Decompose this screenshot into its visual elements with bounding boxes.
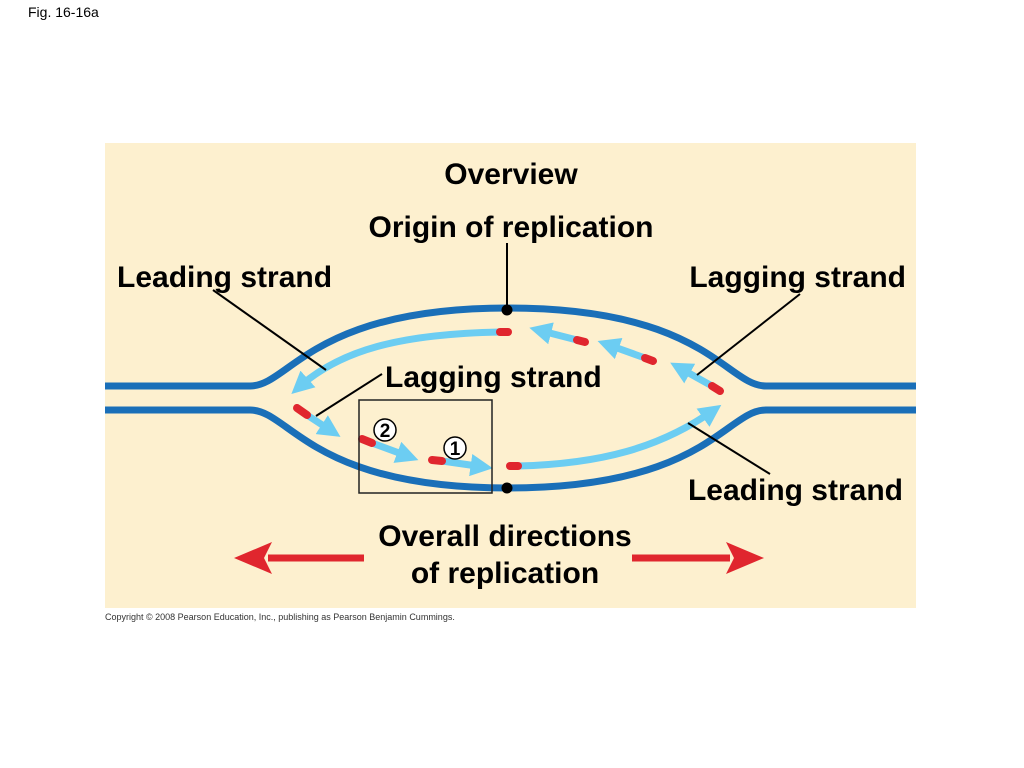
title: Overview — [444, 158, 578, 191]
okazaki-fragment — [428, 454, 493, 477]
label-origin: Origin of replication — [368, 211, 653, 244]
origin-dot-top — [501, 304, 513, 316]
label-directions-line1: Overall directions — [378, 520, 631, 553]
direction-arrow-left — [234, 542, 364, 574]
svg-text:1: 1 — [450, 439, 461, 460]
direction-arrow-right — [632, 542, 764, 574]
origin-dot-bottom — [501, 482, 513, 494]
label-leading-strand-top-left: Leading strand — [117, 261, 332, 294]
okazaki-fragments-bottom — [293, 404, 493, 477]
diagram-panel — [105, 143, 916, 608]
pointer-lagging-middle — [315, 373, 383, 417]
okazaki-fragment — [358, 435, 419, 463]
label-lagging-strand-middle: Lagging strand — [385, 361, 602, 394]
copyright-notice: Copyright © 2008 Pearson Education, Inc.… — [105, 612, 455, 622]
leading-strand-top — [291, 328, 512, 395]
step-2-marker: 2 — [373, 418, 397, 442]
label-leading-strand-bottom-right: Leading strand — [688, 474, 903, 507]
pointer-leading-bottom-right — [687, 422, 771, 475]
okazaki-fragments-top — [529, 322, 724, 395]
label-lagging-strand-top-right: Lagging strand — [689, 261, 906, 294]
leading-strand-bottom — [506, 404, 722, 470]
pointer-lagging-top-right — [696, 293, 801, 376]
label-directions-line2: of replication — [411, 557, 599, 590]
okazaki-fragment — [293, 404, 341, 437]
okazaki-fragment — [529, 322, 589, 346]
pointer-leading-top-left — [212, 289, 327, 371]
step-1-marker: 1 — [443, 436, 467, 460]
detail-box — [358, 399, 493, 494]
svg-text:2: 2 — [380, 421, 391, 442]
okazaki-fragment — [670, 362, 724, 395]
figure-label: Fig. 16-16a — [28, 4, 99, 20]
okazaki-fragment — [597, 337, 657, 365]
